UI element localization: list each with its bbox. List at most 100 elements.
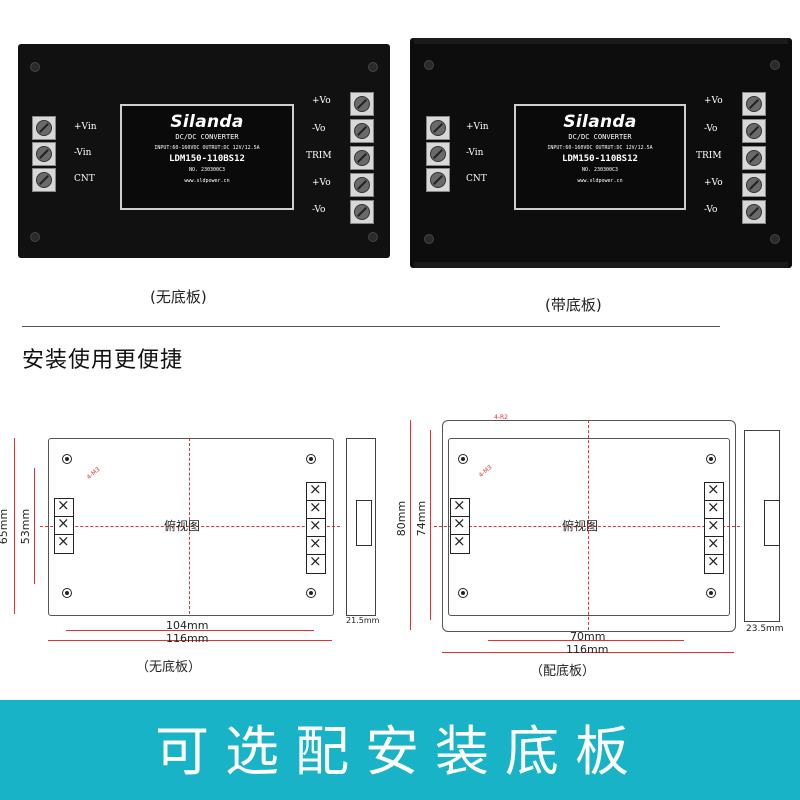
view-label: 俯视图 [164,519,201,533]
screw-hole [306,588,316,598]
section-divider [22,326,720,327]
output-label: TRIM [306,151,332,161]
mount-hole [30,62,40,72]
product-label: Silanda DC/DC CONVERTER INPUT:60-160VDC … [514,104,686,210]
output-label: -Vo [312,205,326,215]
serial-number: NO. 230300C3 [188,167,226,173]
output-label: +Vo [312,178,331,188]
diagram-caption-no-base: （无底板） [136,660,202,675]
dim-line-vertical [14,438,15,614]
output-label: -Vo [312,124,326,134]
output-terminal [742,119,766,143]
output-terminal [350,146,374,170]
model-number: LDM150-110BS12 [169,154,245,164]
mount-hole [424,60,434,70]
input-terminal [32,168,56,192]
dim-side: 21.5mm [346,616,380,625]
output-terminal-block [306,534,326,556]
dim-height-outer: 65mm [0,508,11,545]
input-label: +Vin [466,122,489,132]
screw-hole [62,454,72,464]
module-photo-with-base: +Vin -Vin CNT Silanda DC/DC CONVERTER IN… [410,38,792,268]
product-line1: DC/DC CONVERTER [568,133,632,141]
output-label: +Vo [704,178,723,188]
output-terminal [742,92,766,116]
dim-line-horizontal [66,630,314,631]
mount-hole [368,62,378,72]
product-line2: INPUT:60-160VDC OUTRUT:DC 12V/12.5A [547,145,653,151]
website: www.sldpower.cn [577,178,623,184]
output-terminal [350,173,374,197]
view-label: 俯视图 [562,519,599,533]
dim-line-horizontal [488,640,684,641]
promo-banner [0,700,800,800]
product-label: Silanda DC/DC CONVERTER INPUT:60-160VDC … [120,104,294,210]
caption-with-base: (带底板) [545,296,602,314]
dim-line-horizontal [48,640,332,641]
dim-width-inner: 70mm [570,630,606,643]
input-terminal-block [450,532,470,554]
module-outline [448,438,730,616]
model-number: LDM150-110BS12 [562,154,638,164]
output-label: TRIM [696,151,722,161]
output-terminal [742,173,766,197]
slot-label: 4-R2 [494,414,508,421]
output-label: -Vo [704,205,718,215]
output-terminal [742,200,766,224]
dim-width-outer: 116mm [566,643,609,656]
output-terminal-block [704,480,724,502]
dim-line-horizontal [442,652,734,653]
brand-name: Silanda [563,112,637,132]
product-line1: DC/DC CONVERTER [175,133,239,141]
input-terminal [32,116,56,140]
side-terminal [764,500,780,546]
promo-banner-text: 可选配安装底板 [155,720,645,783]
input-terminal-block [54,532,74,554]
output-terminal-block [306,552,326,574]
screw-hole [458,588,468,598]
side-terminal [356,500,372,546]
output-terminal-block [306,480,326,502]
side-view-with-base [744,430,780,622]
product-line2: INPUT:60-160VDC OUTRUT:DC 12V/12.5A [154,145,260,151]
screw-hole [62,588,72,598]
output-terminal-block [704,552,724,574]
output-terminal [350,119,374,143]
centerline-vertical [588,420,589,630]
brand-name: Silanda [170,112,244,132]
output-terminal-block [704,516,724,538]
output-label: +Vo [312,96,331,106]
input-terminal-block [54,496,74,518]
input-label: +Vin [74,122,97,132]
dim-height-outer: 80mm [395,500,409,537]
module-photo-no-base: +Vin -Vin CNT Silanda DC/DC CONVERTER IN… [18,44,390,258]
website: www.sldpower.cn [184,178,230,184]
mount-hole [30,232,40,242]
mount-hole [770,60,780,70]
output-terminal [350,92,374,116]
centerline-horizontal [434,526,740,527]
screw-hole [306,454,316,464]
input-terminal [32,142,56,166]
dim-line-vertical [430,430,431,620]
input-label: CNT [74,174,95,184]
input-terminal-block [54,514,74,536]
screw-hole [706,454,716,464]
serial-number: NO. 230300C3 [581,167,619,173]
input-label: -Vin [466,148,484,158]
dim-width-inner: 104mm [166,619,209,632]
top-view-no-base [48,438,334,616]
input-label: CNT [466,174,487,184]
section-heading: 安装使用更便捷 [22,348,184,373]
input-terminal [426,168,450,192]
input-label: -Vin [74,148,92,158]
screw-hole [706,588,716,598]
mount-hole [424,234,434,244]
input-terminal [426,116,450,140]
dim-line-vertical [410,420,411,630]
input-terminal-block [450,514,470,536]
output-label: +Vo [704,96,723,106]
dim-height-inner: 53mm [19,508,33,545]
screw-hole [458,454,468,464]
output-label: -Vo [704,124,718,134]
